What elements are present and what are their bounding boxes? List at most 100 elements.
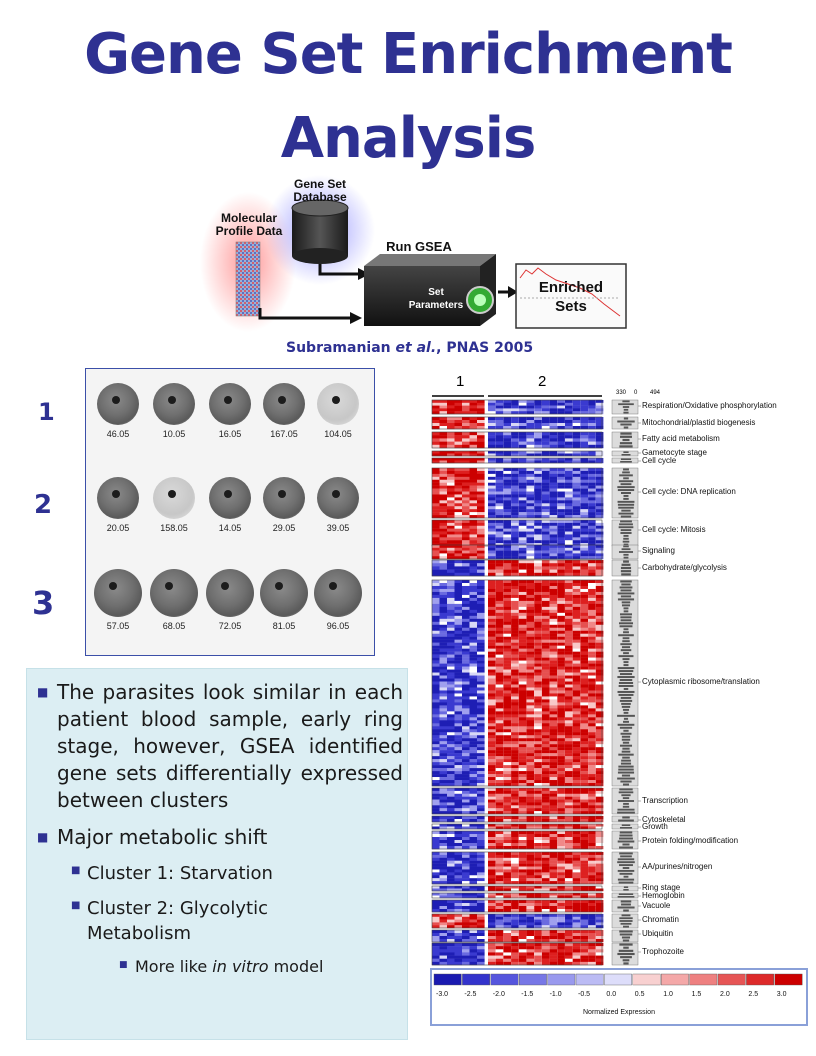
parasite-nucleus-icon: [332, 490, 340, 498]
sample-id-label: 158.05: [160, 523, 188, 533]
enrichment-bar-block: [611, 431, 639, 449]
legend-swatch: [660, 973, 689, 986]
gene-set-block: [431, 457, 604, 464]
parasite-cell-image: 10.05: [148, 383, 200, 439]
legend-tick-label: 0.5: [635, 991, 645, 998]
gene-set-block: [431, 823, 604, 830]
gene-set-block: [431, 899, 604, 913]
red-blood-cell-icon: [263, 477, 305, 519]
bar-scale-label: 330: [616, 390, 627, 396]
sample-id-label: 81.05: [272, 621, 296, 631]
sample-id-label: 46.05: [106, 429, 130, 439]
red-blood-cell-icon: [94, 569, 142, 617]
enrichment-bar-block: [611, 942, 639, 966]
parasite-nucleus-icon: [329, 582, 337, 590]
gene-set-label: Cell cycle: Mitosis: [642, 525, 706, 534]
parasite-cell-image: 39.05: [312, 477, 364, 533]
gene-set-label: Trophozoite: [642, 947, 685, 956]
parasite-cell-image: 158.05: [148, 477, 200, 533]
sample-id-label: 57.05: [106, 621, 130, 631]
gene-set-block: [431, 892, 604, 899]
gene-set-block: [431, 544, 604, 560]
bullet-2a: ■ Cluster 1: Starvation: [71, 861, 403, 886]
parasite-cell-image: 46.05: [92, 383, 144, 439]
red-blood-cell-icon: [263, 383, 305, 425]
bullet-3-prefix: More like: [135, 957, 213, 976]
red-blood-cell-icon: [153, 383, 195, 425]
parasite-nucleus-icon: [109, 582, 117, 590]
legend-tick-label: 2.5: [748, 991, 758, 998]
sample-id-label: 167.05: [270, 429, 298, 439]
enrichment-bar-block: [611, 544, 639, 560]
legend-swatch: [575, 973, 604, 986]
bar-scale-label: 494: [650, 390, 661, 396]
parasite-cell-image: 81.05: [258, 569, 310, 631]
legend-swatch: [547, 973, 576, 986]
gene-set-label: Gametocyte stage: [642, 448, 707, 457]
parasite-nucleus-icon: [332, 396, 340, 404]
enrichment-bar-block: [611, 399, 639, 415]
legend-swatch: [462, 973, 490, 986]
legend-swatch: [746, 973, 774, 986]
red-blood-cell-icon: [97, 383, 139, 425]
gene-set-label: Chromatin: [642, 915, 679, 924]
parasite-nucleus-icon: [278, 490, 286, 498]
gene-set-block: [431, 579, 604, 787]
parasite-nucleus-icon: [275, 582, 283, 590]
bullet-3-italic: in vitro: [212, 957, 269, 976]
sample-id-label: 104.05: [324, 429, 352, 439]
citation-journal: PNAS 2005: [446, 340, 534, 356]
enrichment-bar-block: [611, 457, 639, 464]
cluster-2-header: 2: [538, 373, 546, 390]
sample-id-label: 39.05: [326, 523, 350, 533]
gene-set-label: Fatty acid metabolism: [642, 434, 720, 443]
red-blood-cell-icon: [260, 569, 308, 617]
gene-set-label: Ring stage: [642, 883, 681, 892]
gene-set-block: [431, 519, 604, 547]
red-blood-cell-icon: [209, 383, 251, 425]
citation-etal: et al.: [395, 340, 437, 356]
citation-comma: ,: [436, 340, 442, 356]
legend-tick-label: 2.0: [720, 991, 730, 998]
legend-tick-label: -2.0: [493, 991, 505, 998]
enrichment-bar-block: [611, 815, 639, 823]
bullet-1: ■ The parasites look similar in each pat…: [37, 679, 403, 814]
parasite-cell-image: 167.05: [258, 383, 310, 439]
parasite-cell-image: 68.05: [148, 569, 200, 631]
bullet-2a-text: Cluster 1: Starvation: [87, 863, 273, 884]
gene-set-database-label: Gene Set Database: [293, 177, 347, 204]
gene-set-block: [431, 431, 604, 449]
cluster-number-3: 3: [32, 584, 55, 622]
legend-tick-label: 0.0: [606, 991, 616, 998]
legend-tick-label: 3.0: [777, 991, 787, 998]
gene-set-label: Transcription: [642, 796, 688, 805]
enrichment-bar-block: [611, 559, 639, 577]
set-parameters-label: Set Parameters: [408, 287, 464, 311]
gsea-workflow-diagram: Gene Set Database Molecular Profile Data…: [200, 170, 640, 340]
bullet-2: ■ Major metabolic shift: [37, 824, 403, 851]
gene-set-block: [431, 913, 604, 929]
red-blood-cell-icon: [206, 569, 254, 617]
sample-id-label: 14.05: [218, 523, 242, 533]
bullet-2-text: Major metabolic shift: [57, 825, 268, 849]
gene-set-block: [431, 787, 604, 815]
enrichment-bar-block: [611, 929, 639, 943]
legend-tick-label: -2.5: [464, 991, 476, 998]
legend-tick-label: -1.5: [521, 991, 533, 998]
gene-set-label: Vacuole: [642, 901, 671, 910]
cluster-1-header: 1: [456, 373, 464, 390]
gene-set-block: [431, 942, 604, 966]
square-bullet-icon: ■: [71, 900, 81, 911]
enrichment-bar-block: [611, 885, 639, 892]
square-bullet-icon: ■: [37, 685, 49, 699]
gene-set-label: Ubiquitin: [642, 929, 673, 938]
parasite-nucleus-icon: [168, 490, 176, 498]
legend-tick-label: -3.0: [436, 991, 448, 998]
square-bullet-icon: ■: [37, 830, 49, 844]
sample-id-label: 20.05: [106, 523, 130, 533]
enriched-sets-label: Enriched Sets: [538, 279, 604, 315]
bar-scale-label: 0: [634, 390, 638, 396]
